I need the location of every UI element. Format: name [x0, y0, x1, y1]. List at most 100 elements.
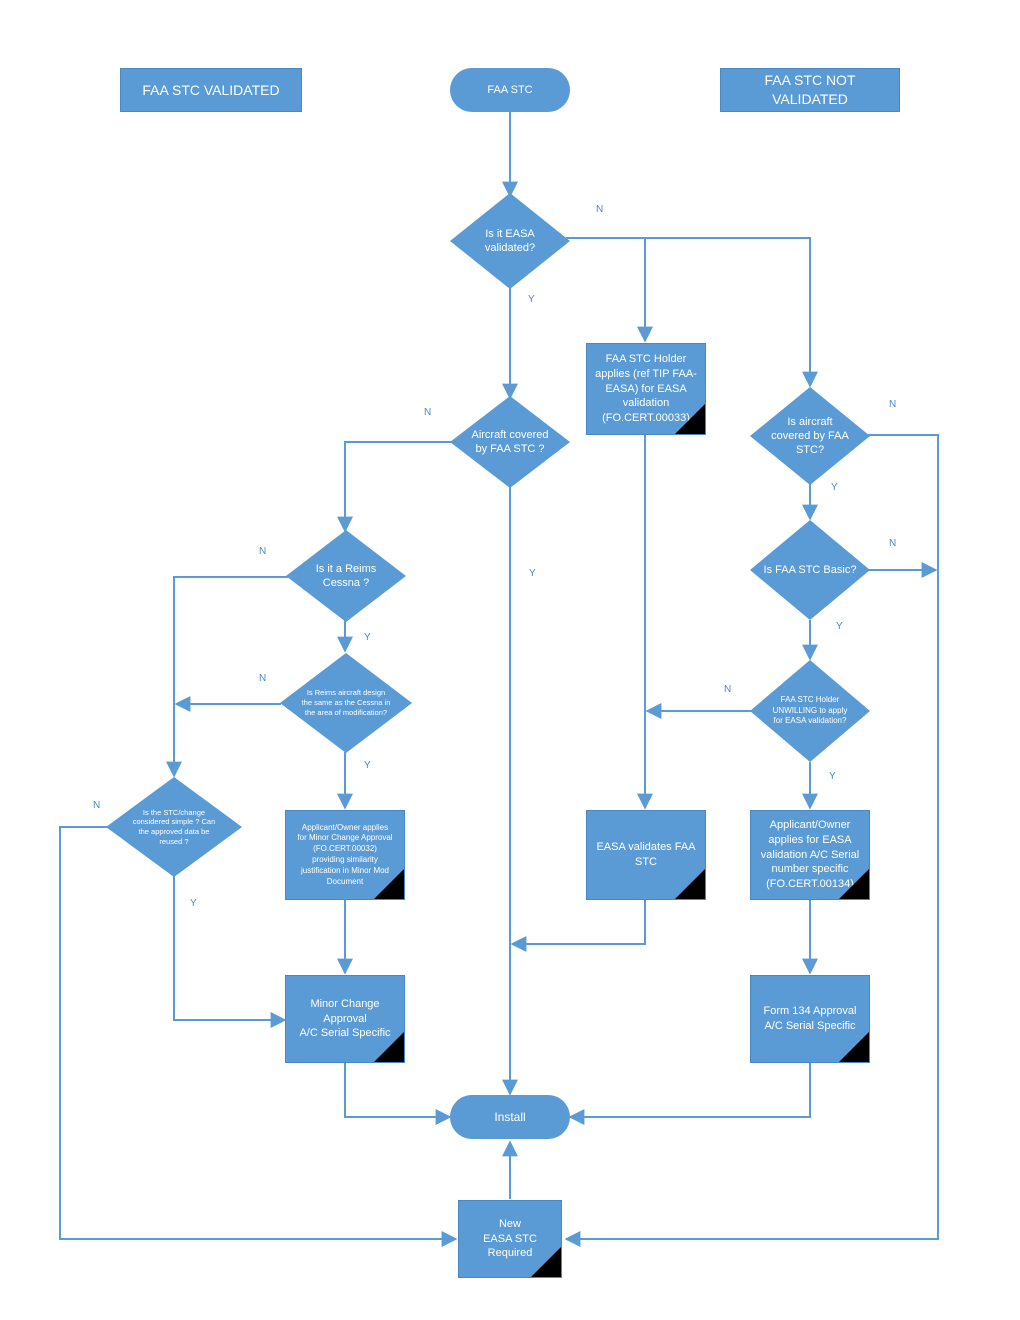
decision-reims-cessna: Is it a Reims Cessna ?	[286, 530, 406, 622]
decision-easa-validated: Is it EASA validated?	[450, 193, 570, 289]
process-minor-line1: Applicant/Owner applies	[301, 822, 389, 832]
process-easaval-line5: (FO.CERT.00134)	[766, 878, 854, 891]
process-holder-line5: (FO.CERT.00033)	[602, 412, 690, 425]
terminal-install-text: Install	[494, 1109, 526, 1124]
corner-mark	[675, 869, 705, 899]
edge-label-y-easa: Y	[528, 294, 535, 305]
process-newstc-line3: Required	[487, 1247, 533, 1260]
process-form134-line2: A/C Serial Specific	[764, 1020, 856, 1032]
process-minor-line6: Document	[326, 876, 364, 886]
decision-holder-unwilling: FAA STC Holder UNWILLING to apply for EA…	[750, 660, 870, 762]
process-minor-line3: (FO.CERT.00032)	[313, 844, 377, 854]
decision-covered-line2: by FAA STC ?	[475, 443, 545, 455]
decision-stc-basic: Is FAA STC Basic?	[750, 520, 870, 620]
process-easaval-line3: validation A/C Serial	[760, 848, 860, 861]
decision-aircraft-covered-right: Is aircraft covered by FAA STC?	[750, 387, 870, 485]
edge-right-covered-no	[564, 434, 939, 1247]
decision-reims-line2: Cessna ?	[322, 577, 370, 589]
terminal-faa-stc: FAA STC	[450, 68, 570, 112]
process-minorchg-line2: Approval	[323, 1012, 367, 1025]
edge-label-y-design: Y	[364, 760, 371, 771]
corner-mark	[839, 1032, 869, 1062]
process-holder-line3: EASA) for EASA	[605, 382, 687, 395]
process-newstc-line2: EASA STC	[483, 1232, 537, 1245]
process-easaval-line2: applies for EASA	[768, 833, 852, 846]
process-validates-line2: STC	[635, 856, 657, 868]
process-holder-applies: FAA STC Holder applies (ref TIP FAA- EAS…	[586, 343, 706, 435]
decision-simple-line2: considered simple ? Can	[132, 817, 216, 827]
header-right-line1: FAA STC NOT	[764, 72, 856, 89]
process-holder-line1: FAA STC Holder	[605, 352, 687, 365]
header-right-line2: VALIDATED	[772, 91, 848, 107]
edge-simple-yes	[173, 876, 287, 1028]
edge-simple-no	[59, 826, 458, 1247]
edge-label-n-unwilling: N	[724, 684, 732, 695]
header-faa-stc-validated: FAA STC VALIDATED	[120, 68, 302, 112]
edge-label-n-right-covered: N	[889, 399, 897, 410]
decision-stc-simple: Is the STC/change considered simple ? Ca…	[106, 777, 242, 877]
edge-label-n-basic: N	[889, 538, 897, 549]
decision-right-covered-line1: Is aircraft	[787, 415, 833, 428]
corner-mark	[839, 869, 869, 899]
edge-reims-no	[166, 576, 288, 778]
edge-form134-install	[568, 1063, 811, 1125]
process-new-stc: New EASA STC Required	[458, 1200, 562, 1278]
edge-validates-install	[510, 900, 646, 952]
edge-label-y-unwilling: Y	[829, 771, 836, 782]
decision-aircraft-covered: Aircraft covered by FAA STC ?	[450, 396, 570, 488]
terminal-install: Install	[450, 1095, 570, 1139]
process-minorchg-line3: A/C Serial Specific	[299, 1027, 391, 1040]
decision-reims-line1: Is it a Reims	[315, 562, 377, 575]
edge-easa-no-holder	[566, 237, 653, 343]
edge-label-n-simple: N	[93, 800, 101, 811]
decision-unwilling-line1: FAA STC Holder	[780, 695, 840, 705]
edge-minor-install	[344, 1063, 452, 1125]
decision-design-line1: Is Reims aircraft design	[306, 688, 386, 698]
terminal-start-text: FAA STC	[487, 83, 533, 96]
edge-label-n-easa: N	[596, 204, 604, 215]
process-newstc-line1: New	[498, 1217, 521, 1230]
edge-easa-no-right	[645, 237, 818, 388]
edge-label-n-design: N	[259, 673, 267, 684]
decision-right-covered-line3: STC?	[795, 444, 825, 457]
corner-mark	[675, 404, 705, 434]
decision-unwilling-line3: for EASA validation?	[773, 716, 847, 726]
process-validates-line1: EASA validates FAA	[596, 841, 696, 854]
process-minor-line4: providing similarity	[312, 855, 378, 864]
decision-easa-line1: Is it EASA	[485, 227, 535, 240]
corner-mark	[374, 1032, 404, 1062]
process-applicant-easa: Applicant/Owner applies for EASA validat…	[750, 810, 870, 900]
decision-simple-line3: the approved data be	[138, 827, 210, 836]
edge-label-y-covered: Y	[529, 568, 536, 579]
edge-label-y-simple: Y	[190, 898, 197, 909]
edge-label-y-reims: Y	[364, 632, 371, 643]
decision-design-line2: the same as the Cessna in	[301, 698, 391, 708]
edge-covered-no-reims	[337, 441, 452, 533]
process-minorchg-line1: Minor Change	[310, 997, 380, 1010]
decision-easa-line2: validated?	[484, 242, 536, 254]
decision-covered-line1: Aircraft covered	[471, 428, 549, 441]
process-holder-line4: validation	[622, 397, 670, 410]
process-easaval-line1: Applicant/Owner	[769, 818, 851, 831]
edge-label-n-covered: N	[424, 407, 432, 418]
process-holder-line2: applies (ref TIP FAA-	[595, 367, 697, 380]
decision-basic-line1: Is FAA STC Basic?	[763, 563, 857, 576]
edge-label-y-right-covered: Y	[831, 482, 838, 493]
decision-simple-line4: reused ?	[159, 836, 189, 846]
edge-label-n-reims: N	[259, 546, 267, 557]
process-form134: Form 134 Approval A/C Serial Specific	[750, 975, 870, 1063]
corner-mark	[374, 869, 404, 899]
process-minor-change: Minor Change Approval A/C Serial Specifi…	[285, 975, 405, 1063]
decision-reims-design: Is Reims aircraft design the same as the…	[280, 653, 412, 753]
header-left-text: FAA STC VALIDATED	[142, 81, 280, 98]
corner-mark	[531, 1247, 561, 1277]
decision-unwilling-line2: UNWILLING to apply	[772, 705, 848, 715]
process-applicant-minor: Applicant/Owner applies for Minor Change…	[285, 810, 405, 900]
decision-design-line3: the area of modification?	[304, 707, 388, 717]
header-faa-stc-not-validated: FAA STC NOT VALIDATED	[720, 68, 900, 112]
process-easa-validates: EASA validates FAA STC	[586, 810, 706, 900]
process-form134-line1: Form 134 Approval	[763, 1005, 857, 1018]
process-minor-line5: justification in Minor Mod	[300, 865, 390, 875]
